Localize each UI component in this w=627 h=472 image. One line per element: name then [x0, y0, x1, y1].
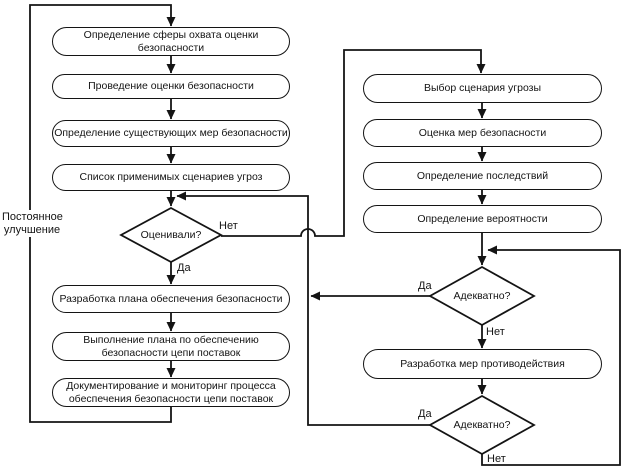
decision-diamond-adequate-1 — [428, 265, 536, 327]
decision-label: Адекватно? — [453, 418, 511, 431]
branch-label-adequate2-yes: Да — [418, 408, 432, 420]
continuous-improvement-caption: Постоянное улучшение — [2, 210, 63, 237]
flow-node-develop-security-plan: Разработка плана обеспечения безопасност… — [52, 285, 290, 313]
flow-node-determine-consequences: Определение последствий — [363, 162, 602, 190]
flow-node-label: Определение существующих мер безопасност… — [54, 127, 288, 140]
flow-node-document-and-monitor: Документирование и мониторинг процесса о… — [52, 378, 290, 407]
arrow-evaluated-no-to-select-scenario — [221, 49, 486, 237]
flow-node-assess-security-measures: Оценка мер безопасности — [363, 119, 602, 147]
flow-node-determine-probability: Определение вероятности — [363, 205, 602, 233]
flow-node-select-threat-scenario: Выбор сценария угрозы — [363, 74, 602, 103]
flow-node-label: Определение вероятности — [417, 212, 548, 225]
flow-node-define-assessment-scope: Определение сферы охвата оценки безопасн… — [52, 27, 290, 56]
flow-node-conduct-security-assessment: Проведение оценки безопасности — [52, 74, 290, 99]
flow-node-label: Выбор сценария угрозы — [423, 82, 542, 95]
flow-node-implement-security-plan: Выполнение плана по обеспечению безопасн… — [52, 332, 290, 361]
decision-adequate-1-label-box: Адекватно? — [430, 284, 534, 308]
branch-label-adequate2-no: Нет — [487, 453, 506, 465]
branch-label-adequate1-yes: Да — [418, 280, 432, 292]
arrow-adequate2-yes-return-to-evaluated — [176, 191, 430, 426]
flow-node-identify-existing-measures: Определение существующих мер безопасност… — [52, 120, 290, 147]
flow-node-label: Оценка мер безопасности — [418, 126, 547, 139]
decision-label: Адекватно? — [453, 289, 511, 302]
flow-node-label: Документирование и мониторинг процесса о… — [66, 380, 276, 405]
flow-node-label: Список применимых сценариев угроз — [79, 171, 263, 184]
arrow-adequate2-no-loop-to-adequate1 — [481, 245, 621, 466]
branch-label-adequate1-no: Нет — [486, 326, 505, 338]
flow-node-label: Разработка мер противодействия — [400, 357, 565, 370]
branch-label-evaluated-no: Нет — [219, 220, 238, 232]
flow-node-label: Определение сферы охвата оценки безопасн… — [83, 29, 259, 54]
decision-adequate-2-label-box: Адекватно? — [430, 413, 534, 437]
flow-node-label: Проведение оценки безопасности — [88, 80, 254, 93]
decision-diamond-adequate-2 — [428, 394, 536, 456]
branch-label-evaluated-yes: Да — [177, 262, 191, 274]
decision-diamond-evaluated — [119, 206, 223, 264]
decision-evaluated-label-box: Оценивали? — [121, 223, 221, 247]
flow-node-label: Разработка плана обеспечения безопасност… — [59, 292, 283, 305]
decision-label: Оценивали? — [140, 228, 202, 241]
flow-node-develop-countermeasures: Разработка мер противодействия — [363, 349, 602, 379]
flow-node-label: Выполнение плана по обеспечению безопасн… — [83, 334, 259, 359]
flow-node-label: Определение последствий — [416, 169, 549, 182]
flow-node-applicable-threat-scenarios-list: Список применимых сценариев угроз — [52, 164, 290, 191]
